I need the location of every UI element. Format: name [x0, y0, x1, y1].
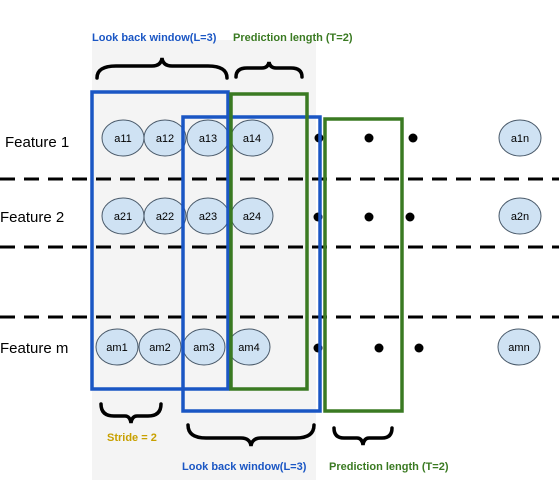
cell-label: a14 — [243, 133, 261, 145]
cell-label: am1 — [106, 342, 127, 354]
cell-am2 — [138, 328, 182, 366]
dot — [364, 133, 374, 143]
lookback-label-bottom: Look back window(L=3) — [182, 461, 307, 473]
row-separators — [0, 177, 559, 319]
cell-a22 — [143, 197, 187, 235]
cell-label: a11 — [114, 133, 132, 145]
cell-a2n — [498, 197, 542, 235]
dot — [408, 133, 418, 143]
lookback-label-top: Look back window(L=3) — [92, 32, 217, 44]
stride-label: Stride = 2 — [107, 432, 157, 444]
brace-prediction-top — [234, 61, 304, 79]
background-panel — [92, 40, 316, 480]
brace-stride — [99, 402, 163, 424]
cell-label: a12 — [156, 133, 174, 145]
cell-label: am4 — [238, 342, 259, 354]
cells-row-m: am1 am2 am3 am4 amn — [95, 328, 541, 366]
cell-a12 — [143, 119, 187, 157]
cell-label: am2 — [149, 342, 170, 354]
brace-prediction-bottom — [332, 426, 394, 446]
feature-label-m: Feature m — [0, 340, 68, 357]
cell-label: a13 — [199, 133, 217, 145]
cell-label: a23 — [199, 211, 217, 223]
dot — [405, 212, 415, 222]
cell-label: a2n — [511, 211, 529, 223]
dot — [414, 343, 424, 353]
brace-lookback-bottom — [186, 423, 316, 447]
cell-label: a22 — [156, 211, 174, 223]
prediction-window-1 — [229, 92, 309, 391]
lookback-window-1 — [90, 90, 230, 391]
cell-a1n — [498, 119, 542, 157]
dot — [374, 343, 384, 353]
cell-label: am3 — [193, 342, 214, 354]
dot — [364, 212, 374, 222]
prediction-label-bottom: Prediction length (T=2) — [329, 461, 449, 473]
feature-label-2: Feature 2 — [0, 209, 64, 226]
prediction-window-2 — [323, 117, 404, 413]
cell-label: a24 — [243, 211, 261, 223]
cell-label: amn — [508, 342, 529, 354]
cell-amn — [497, 328, 541, 366]
brace-lookback-top — [95, 57, 229, 80]
cells-row-1: a11 a12 a13 a14 a1n — [101, 119, 542, 157]
ellipsis-dots — [313, 133, 424, 353]
cell-am1 — [95, 328, 139, 366]
lookback-window-2 — [181, 115, 322, 413]
prediction-label-top: Prediction length (T=2) — [233, 32, 353, 44]
cell-label: a21 — [114, 211, 132, 223]
feature-label-1: Feature 1 — [5, 134, 69, 151]
cell-label: a1n — [511, 133, 529, 145]
